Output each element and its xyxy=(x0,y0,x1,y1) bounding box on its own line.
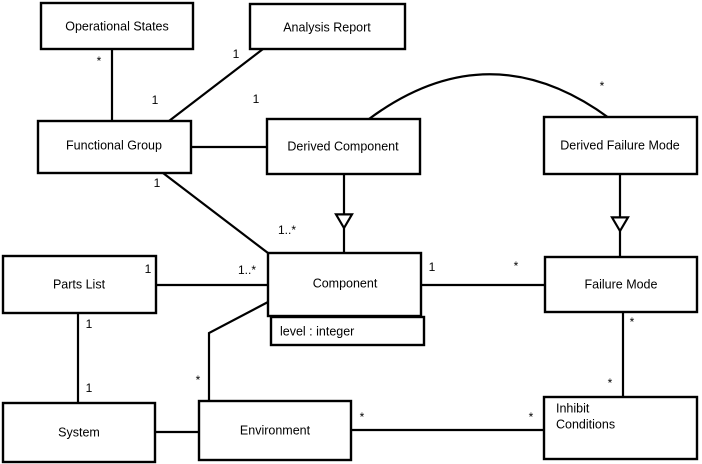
class-box-rect[interactable] xyxy=(543,255,699,314)
class-box-analysis-report[interactable]: Analysis Report xyxy=(248,2,407,51)
multiplicity-label: 1..* xyxy=(278,223,296,237)
attribute-compartment-rect[interactable] xyxy=(269,315,426,347)
multiplicity-label: * xyxy=(630,315,635,329)
class-name-label: Operational States xyxy=(65,19,169,33)
association-derived-failure-mode-failure-mode[interactable] xyxy=(610,174,630,257)
class-name-label: Failure Mode xyxy=(585,277,658,291)
association-derived-component-component[interactable] xyxy=(334,174,354,253)
multiplicity-label: * xyxy=(360,410,365,424)
class-box-rect[interactable] xyxy=(39,1,195,51)
multiplicity-label: 1 xyxy=(233,47,240,61)
attribute-label: level : integer xyxy=(280,324,354,338)
multiplicity-label: 1 xyxy=(86,381,93,395)
multiplicity-layer: * 1 1 1 * 1 1..* 1 1..* 1 * 1 1 * * * * * xyxy=(86,47,635,424)
multiplicity-label: 1 xyxy=(152,93,159,107)
class-box-rect[interactable] xyxy=(542,395,699,461)
class-name-label: System xyxy=(58,425,100,439)
multiplicity-label: * xyxy=(196,373,201,387)
class-name-label: Component xyxy=(313,276,378,290)
class-box-rect[interactable] xyxy=(542,115,699,176)
multiplicity-label: 1 xyxy=(429,260,436,274)
multiplicity-label: * xyxy=(514,259,519,273)
association-line[interactable] xyxy=(368,73,610,120)
multiplicity-label: 1 xyxy=(145,262,152,276)
multiplicity-label: * xyxy=(600,79,605,93)
class-name-label: Inhibit xyxy=(556,401,590,415)
multiplicity-label: 1 xyxy=(86,317,93,331)
class-name-label: Derived Component xyxy=(287,139,399,153)
class-name-label: Functional Group xyxy=(66,138,162,152)
class-name-label: Derived Failure Mode xyxy=(560,138,680,152)
multiplicity-label: 1 xyxy=(253,92,260,106)
association-analysis-report-functional-group[interactable] xyxy=(168,48,264,122)
association-line[interactable] xyxy=(168,48,264,122)
generalization-arrowhead-icon xyxy=(334,213,354,231)
class-name-label: Environment xyxy=(240,423,311,437)
class-box-rect[interactable] xyxy=(1,254,158,315)
class-box-derived-failure-mode[interactable]: Derived Failure Mode xyxy=(542,115,699,176)
multiplicity-label: 1..* xyxy=(238,263,256,277)
class-name-label: Parts List xyxy=(53,277,106,291)
class-box-functional-group[interactable]: Functional Group xyxy=(36,119,193,175)
association-functional-group-component[interactable] xyxy=(162,172,269,254)
class-box-rect[interactable] xyxy=(265,117,422,176)
multiplicity-label: * xyxy=(608,376,613,390)
class-box-system[interactable]: System xyxy=(1,401,157,464)
association-line[interactable] xyxy=(162,172,269,254)
multiplicity-label: * xyxy=(97,54,102,68)
class-box-parts-list[interactable]: Parts List xyxy=(1,254,158,315)
class-box-failure-mode[interactable]: Failure Mode xyxy=(543,255,699,314)
multiplicity-label: * xyxy=(529,410,534,424)
multiplicity-label: 1 xyxy=(154,176,161,190)
class-box-rect[interactable] xyxy=(1,401,157,464)
class-box-operational-states[interactable]: Operational States xyxy=(39,1,195,51)
class-box-rect[interactable] xyxy=(266,251,423,318)
class-name-label: Analysis Report xyxy=(283,20,371,34)
generalization-arrowhead-icon xyxy=(610,216,630,234)
class-box-derived-component[interactable]: Derived Component xyxy=(265,117,422,176)
class-box-rect[interactable] xyxy=(248,2,407,51)
class-name-label-line2: Conditions xyxy=(556,417,615,431)
class-box-environment[interactable]: Environment xyxy=(197,399,353,462)
association-layer xyxy=(76,48,630,434)
class-box-rect[interactable] xyxy=(197,399,353,462)
association-derived-component-derived-failure-mode[interactable] xyxy=(368,73,610,120)
class-box-rect[interactable] xyxy=(36,119,193,175)
association-line[interactable] xyxy=(207,301,269,401)
association-component-environment[interactable] xyxy=(207,301,269,401)
class-box-component[interactable]: Component level : integer xyxy=(266,251,426,347)
